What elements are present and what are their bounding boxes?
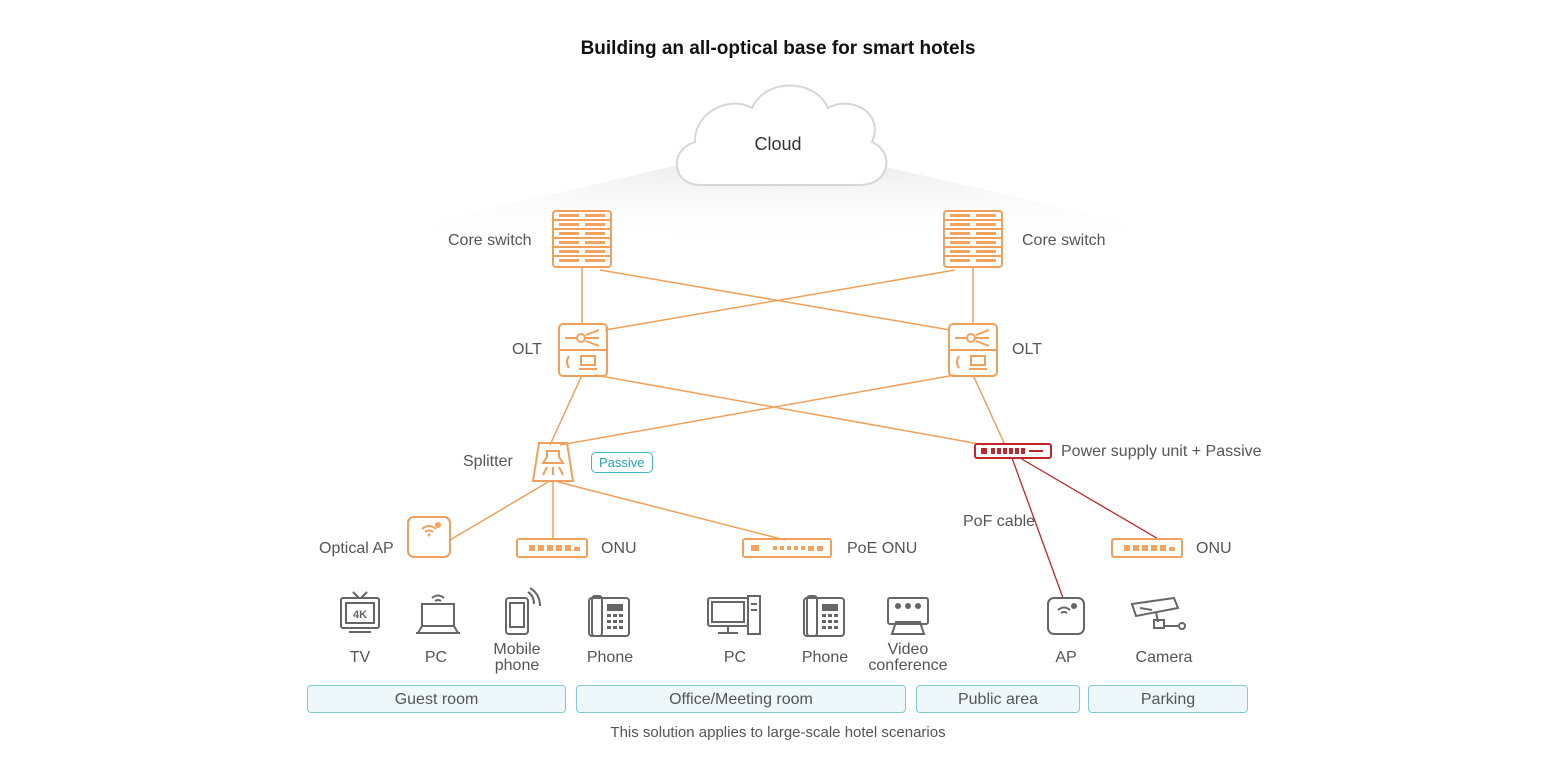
cloud-icon — [675, 84, 888, 186]
pc-office-icon — [707, 595, 761, 635]
pc-guest-label: PC — [424, 649, 448, 666]
onu-left-label: ONU — [601, 540, 637, 557]
phone-guest-label: Phone — [586, 649, 634, 666]
page-title: Building an all-optical base for smart h… — [580, 38, 976, 59]
onu-right-icon — [1111, 538, 1183, 558]
cloud-glow — [160, 160, 1400, 285]
link-psu-onu-right — [1019, 457, 1161, 541]
link-core-right-olt-left — [604, 269, 956, 331]
phone-office-label: Phone — [801, 649, 849, 666]
poe-onu-icon — [742, 538, 832, 558]
passive-tag: Passive — [591, 452, 653, 473]
core-switch-right-icon — [943, 210, 1003, 268]
zone-guest-room: Guest room — [307, 685, 566, 713]
core-switch-right-label: Core switch — [1022, 232, 1106, 249]
pc-office-label: PC — [723, 649, 747, 666]
onu-left-icon — [516, 538, 588, 558]
olt-left-icon — [558, 323, 608, 377]
video-conference-icon — [887, 597, 929, 635]
link-splitter-optical-ap — [449, 481, 549, 541]
splitter-label: Splitter — [463, 453, 513, 470]
video-conference-label-line1: Video — [887, 641, 929, 658]
olt-right-icon — [948, 323, 998, 377]
psu-label: Power supply unit + Passive — [1061, 443, 1262, 460]
ap-label: AP — [1055, 649, 1077, 666]
video-conference-label-line2: conference — [868, 657, 948, 674]
phone-guest-icon — [588, 595, 630, 637]
mobile-phone-icon — [505, 587, 541, 635]
camera-label: Camera — [1135, 649, 1193, 666]
olt-left-label: OLT — [512, 341, 542, 358]
zone-office-meeting-room: Office/Meeting room — [576, 685, 906, 713]
optical-ap-icon — [407, 516, 451, 558]
link-core-left-olt-right — [599, 269, 951, 331]
link-olt-right-splitter — [559, 374, 956, 446]
phone-office-icon — [803, 595, 845, 637]
link-olt-left-splitter — [549, 374, 583, 446]
zone-parking: Parking — [1088, 685, 1248, 713]
tv-icon: 4K — [340, 591, 380, 633]
ap-icon — [1047, 597, 1085, 635]
onu-right-label: ONU — [1196, 540, 1232, 557]
camera-icon — [1130, 596, 1186, 630]
olt-right-label: OLT — [1012, 341, 1042, 358]
core-switch-left-icon — [552, 210, 612, 268]
cloud-label: Cloud — [754, 134, 802, 154]
pof-cable-label: PoF cable — [963, 513, 1036, 530]
link-olt-left-psu — [594, 374, 986, 446]
pc-guest-icon — [416, 594, 460, 634]
zone-public-area: Public area — [916, 685, 1080, 713]
link-psu-ap — [1011, 457, 1064, 599]
poe-onu-label: PoE ONU — [847, 540, 918, 557]
fiber-links — [449, 268, 1006, 541]
splitter-icon — [531, 442, 575, 482]
core-switch-left-label: Core switch — [448, 232, 532, 249]
link-olt-right-psu — [972, 374, 1006, 446]
footer-note: This solution applies to large-scale hot… — [610, 724, 946, 741]
tv-label: TV — [349, 649, 371, 666]
mobile-phone-label-line1: Mobile — [493, 641, 541, 658]
link-splitter-poe-onu — [557, 481, 786, 541]
power-supply-unit-icon — [974, 443, 1052, 459]
tv-badge: 4K — [353, 609, 367, 621]
pof-links — [1011, 457, 1161, 599]
optical-ap-label: Optical AP — [319, 540, 394, 557]
mobile-phone-label-line2: phone — [494, 657, 540, 674]
